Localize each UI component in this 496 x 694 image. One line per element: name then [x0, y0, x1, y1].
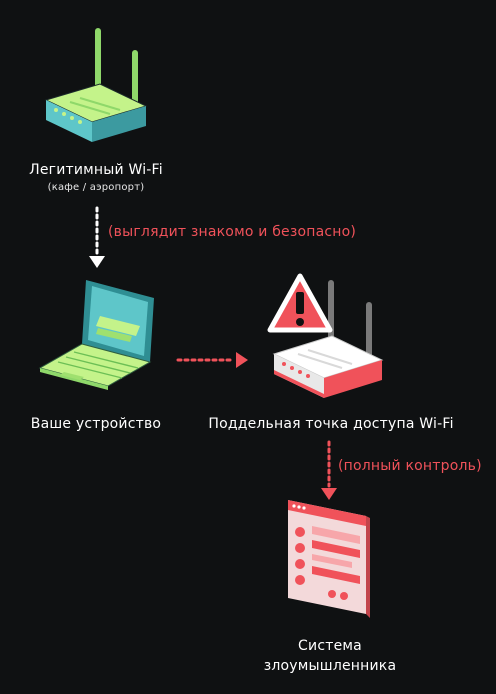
arrow-fake-to-attacker	[321, 440, 337, 500]
device-label: Ваше устройство	[30, 416, 162, 432]
edge-label-control: (полный контроль)	[338, 458, 482, 474]
legit-wifi-sublabel: (кафе / аэропорт)	[47, 182, 145, 193]
attacker-label-line1: Система	[298, 638, 362, 654]
laptop-icon	[38, 280, 154, 390]
arrow-legit-to-device	[89, 206, 105, 268]
legit-wifi-label: Легитимный Wi-Fi	[29, 162, 163, 178]
arrow-device-to-fake	[176, 352, 248, 368]
fake-ap-label: Поддельная точка доступа Wi-Fi	[208, 416, 454, 432]
attacker-label-line2: злоумышленника	[263, 658, 397, 674]
legit-router-icon	[44, 28, 148, 142]
fake-router-icon	[272, 280, 384, 398]
attacker-system-icon	[288, 500, 370, 618]
warning-icon	[267, 273, 333, 333]
edge-label-familiar: (выглядит знакомо и безопасно)	[108, 224, 357, 240]
